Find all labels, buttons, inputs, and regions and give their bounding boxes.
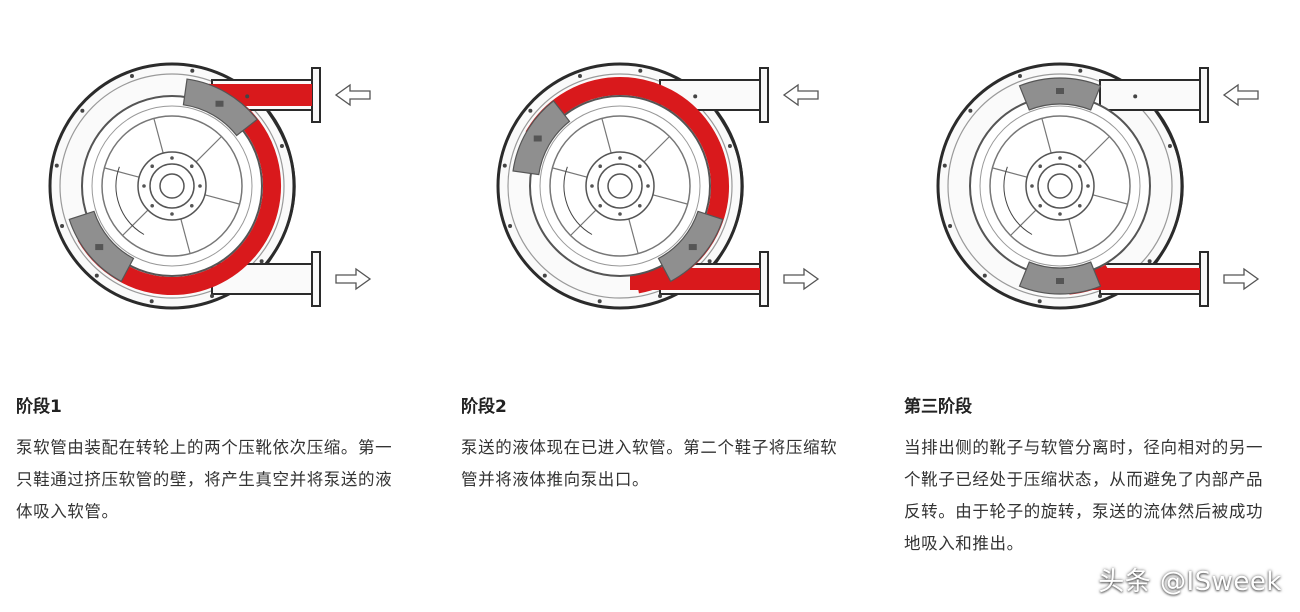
pressing-shoe xyxy=(182,78,258,137)
stage-2-title: 阶段2 xyxy=(461,397,507,417)
rotation-arrow xyxy=(115,166,145,235)
stage-3-body: 当排出侧的靴子与软管分离时，径向相对的另一个靴子已经处于压缩状态，从而避免了内部… xyxy=(904,438,1264,553)
rotation-arrow xyxy=(563,166,593,235)
stage-1-body: 泵软管由装配在转轮上的两个压靴依次压缩。第一只鞋通过挤压软管的壁，将产生真空并将… xyxy=(16,438,393,521)
stage-3-description: 第三阶段 当排出侧的靴子与软管分离时，径向相对的另一个靴子已经处于压缩状态，从而… xyxy=(904,396,1274,560)
outlet-flange xyxy=(759,251,769,307)
peristaltic-pump-stages-diagram xyxy=(48,62,1260,310)
outflow-arrow-icon xyxy=(783,267,820,291)
outlet-flange xyxy=(1199,251,1209,307)
inflow-arrow-icon xyxy=(1222,83,1259,107)
rotation-arrow xyxy=(1003,166,1033,235)
inlet-flange xyxy=(1199,67,1209,123)
pump-3 xyxy=(936,62,1260,310)
stage-1-title: 阶段1 xyxy=(16,397,62,417)
outflow-arrow-icon xyxy=(335,267,372,291)
fluid-in-outlet xyxy=(1080,268,1200,290)
stage-3-title: 第三阶段 xyxy=(904,397,972,417)
stage-2-body: 泵送的液体现在已进入软管。第二个鞋子将压缩软管并将液体推向泵出口。 xyxy=(461,438,838,489)
inlet-flange xyxy=(311,67,321,123)
pump-1 xyxy=(48,62,372,310)
stage-2-description: 阶段2 泵送的液体现在已进入软管。第二个鞋子将压缩软管并将液体推向泵出口。 xyxy=(461,396,841,496)
fluid-in-hose xyxy=(77,83,281,295)
outflow-arrow-icon xyxy=(1223,267,1260,291)
inlet-port xyxy=(1099,79,1201,111)
pump-2 xyxy=(496,62,820,310)
inlet-flange xyxy=(759,67,769,123)
inflow-arrow-icon xyxy=(334,83,371,107)
inflow-arrow-icon xyxy=(782,83,819,107)
stage-1-description: 阶段1 泵软管由装配在转轮上的两个压靴依次压缩。第一只鞋通过挤压软管的壁，将产生… xyxy=(16,396,396,528)
watermark: 头条 @ISweek xyxy=(1098,567,1282,597)
fluid-in-outlet xyxy=(630,268,760,290)
outlet-flange xyxy=(311,251,321,307)
